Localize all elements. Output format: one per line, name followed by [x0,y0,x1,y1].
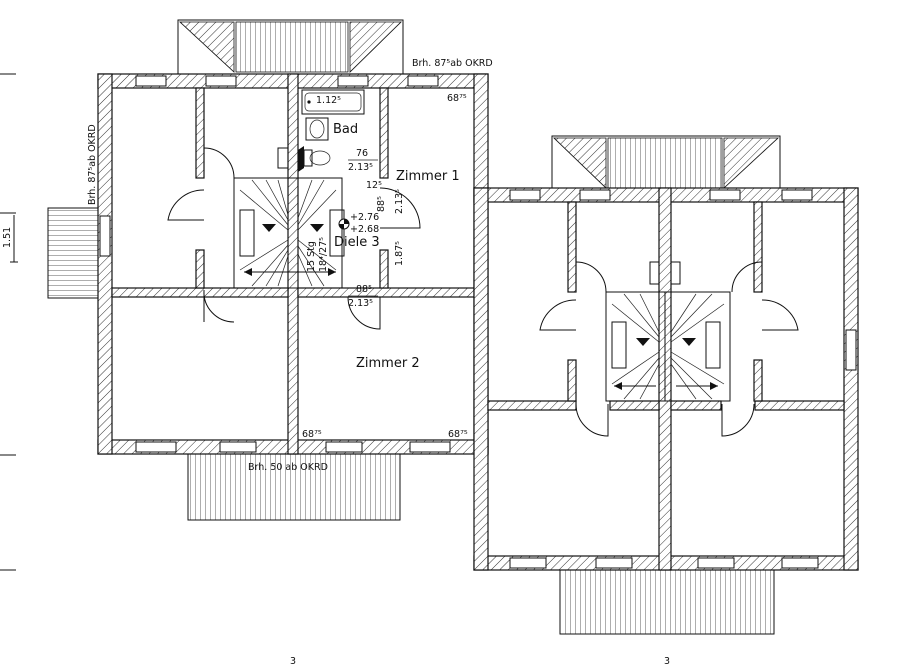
brh-note-left: Brh. 87⁵ab OKRD [87,124,98,205]
page-number-left: 3 [290,656,296,667]
dim-187: 1.87⁵ [394,241,405,266]
bottom-balcony [187,451,401,521]
left-unit-walls [97,73,489,455]
room-label-diele: Diele 3 [334,235,380,250]
left-unit-staircase [233,177,345,289]
room-label-bad: Bad [333,122,358,137]
left-unit-windows [99,75,451,453]
stair-ratio: 18⁴/27⁵ [318,237,329,272]
level-marker [338,218,350,230]
margin-dimension-ticks [0,73,18,571]
left-unit-doors [167,147,421,330]
right-duplex-windows [509,189,857,569]
right-top-roof-projection [551,135,781,191]
dim-213-c: 2.13⁵ [348,298,373,309]
left-balcony [47,207,99,299]
dim-125: 12⁵ [366,180,382,191]
level-lower: +2.68 [350,224,379,235]
bathroom-fixtures [298,89,365,172]
room-label-zimmer2: Zimmer 2 [356,356,420,371]
brh-note-bottom: Brh. 50 ab OKRD [248,462,328,473]
dim-6875-top-right: 68⁷⁵ [447,93,467,104]
dim-76: 76 [356,148,368,159]
right-duplex-doors [539,261,799,437]
dim-6875-bottom-right: 68⁷⁵ [448,429,468,440]
stair-count: 15 Stg [306,241,317,272]
dim-885-a: 88⁵ [376,196,387,212]
dim-213-a: 2.13⁵ [348,162,373,173]
dim-bath-tub: 1.12⁵ [316,95,341,106]
dim-6875-bottom-left: 68⁷⁵ [302,429,322,440]
right-bottom-balcony [559,567,775,635]
dim-213-b: 2.13⁵ [394,189,405,214]
top-roof-projection [177,19,404,75]
right-duplex-staircases [605,291,731,402]
page-number-right: 3 [664,656,670,667]
level-upper: +2.76 [350,212,379,223]
room-label-zimmer1: Zimmer 1 [396,169,460,184]
dim-left-margin: 1.51 [2,227,13,248]
brh-note-top: Brh. 87⁵ab OKRD [412,58,493,69]
right-duplex-walls [473,187,859,571]
dim-885-b: 88⁵ [356,284,372,295]
